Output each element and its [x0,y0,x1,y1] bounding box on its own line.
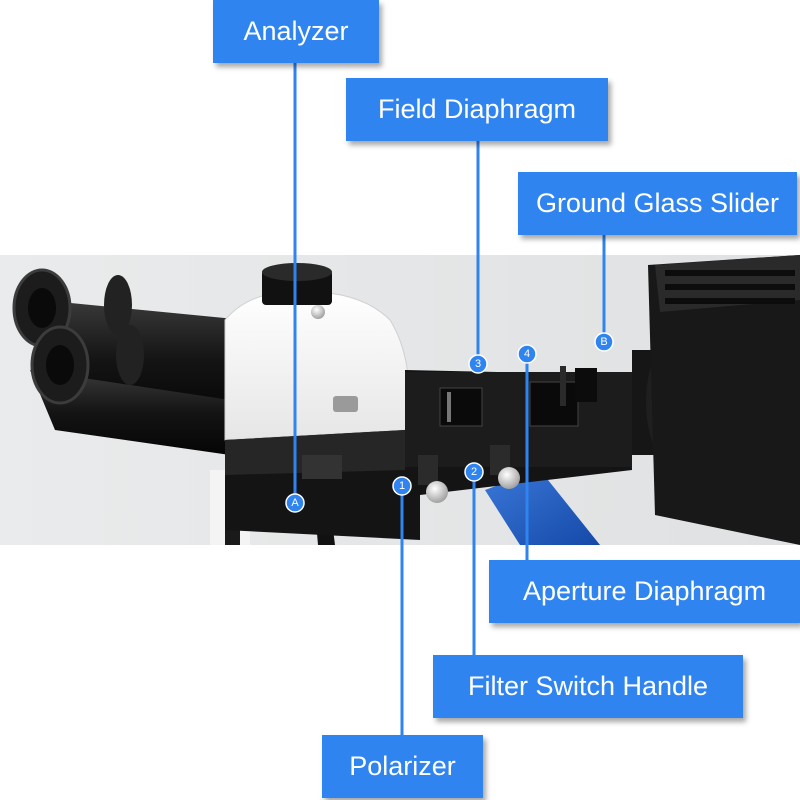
illuminator-body [225,366,632,540]
marker-a: A [285,493,305,513]
marker-b-text: B [600,336,607,348]
marker-b: B [594,332,614,352]
marker-one: 1 [392,476,412,496]
label-polarizer: Polarizer [322,735,483,798]
marker-four: 4 [517,344,537,364]
marker-four-text: 4 [524,348,530,360]
label-ground-glass-slider: Ground Glass Slider [518,172,797,235]
marker-two: 2 [464,462,484,482]
label-analyzer: Analyzer [213,0,379,63]
label-aperture-diaphragm: Aperture Diaphragm [489,560,800,623]
marker-one-text: 1 [399,480,405,492]
blue-arm [485,470,600,545]
label-field-diaphragm: Field Diaphragm [346,78,608,141]
eyepiece-tubes [12,268,245,455]
marker-three: 3 [468,354,488,374]
trinocular-head [224,263,410,441]
marker-two-text: 2 [471,466,477,478]
marker-three-text: 3 [475,358,481,370]
label-filter-switch-handle: Filter Switch Handle [433,655,743,718]
lamp-housing [632,255,800,545]
marker-a-text: A [291,497,299,509]
